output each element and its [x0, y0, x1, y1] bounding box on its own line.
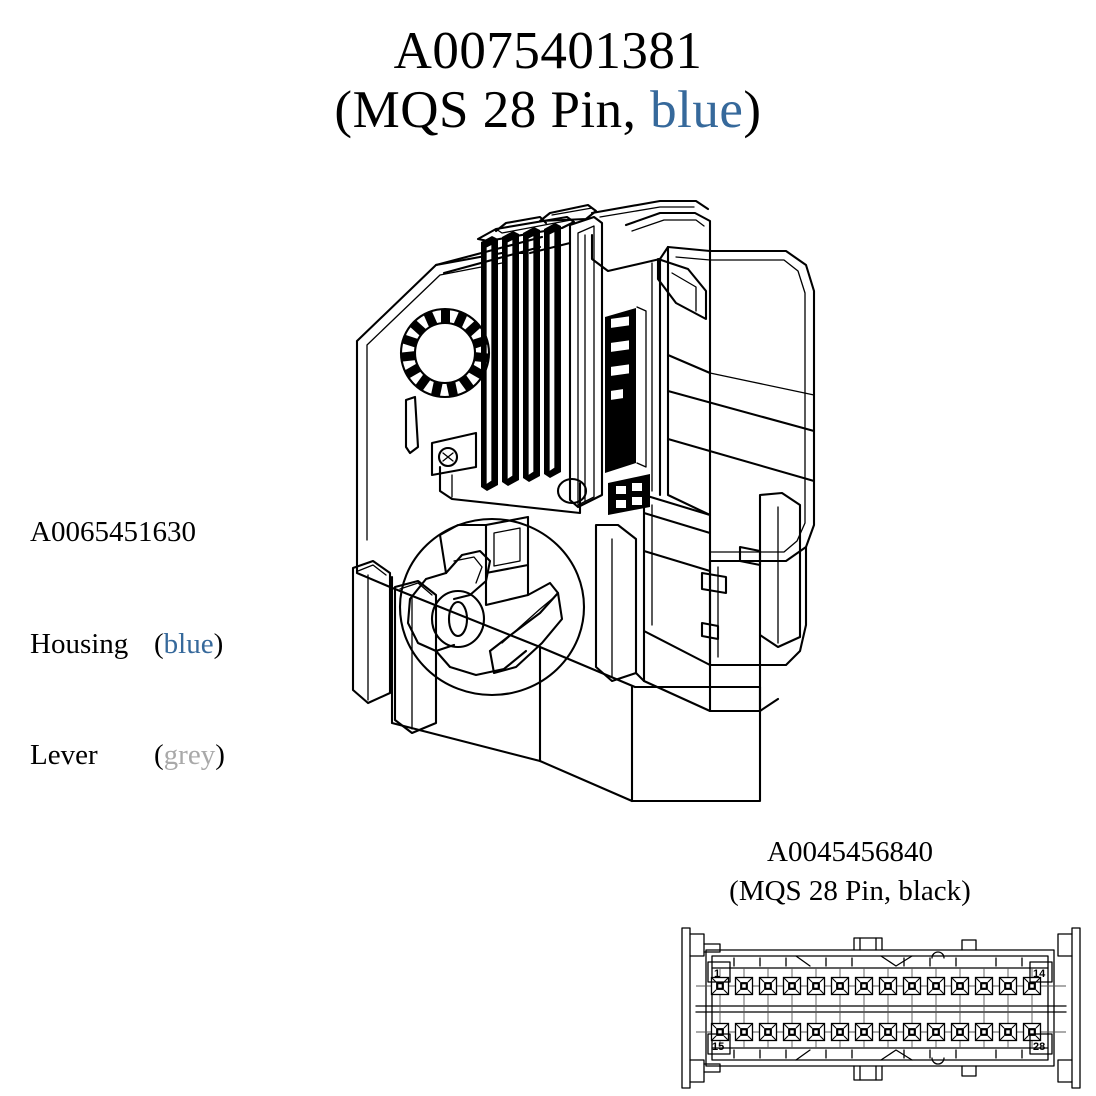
- pin-cavity: [1022, 1022, 1042, 1042]
- pin-cavity: [926, 1022, 946, 1042]
- secondary-coding-patch: [608, 474, 650, 515]
- right-mounting-flange: [1057, 927, 1081, 1089]
- pin-cavity: [806, 1022, 826, 1042]
- rib-stack: [481, 223, 561, 491]
- pin-cavity: [710, 976, 730, 996]
- pin-cavity: [998, 1022, 1018, 1042]
- pin-cavity: [974, 1022, 994, 1042]
- terminal-block-shell: [590, 211, 816, 713]
- pin-cavity: [1022, 976, 1042, 996]
- pin-cavity: [902, 976, 922, 996]
- mating-connector-annotation: A0045456840 (MQS 28 Pin, black): [690, 833, 1010, 911]
- lock-boss-detail: [430, 431, 478, 477]
- pin-number-top-left: 1: [714, 968, 720, 980]
- mating-specification: (MQS 28 Pin, black): [729, 875, 971, 908]
- pin-number-top-right: 14: [1033, 968, 1046, 980]
- corner-pin-number-boxes: [707, 961, 1053, 1055]
- pin-cavity: [758, 1022, 778, 1042]
- pin-cavity: [830, 976, 850, 996]
- left-mounting-flange: [681, 927, 721, 1089]
- pin-number-bottom-right: 28: [1033, 1041, 1045, 1053]
- pin-cavity: [782, 976, 802, 996]
- pin-cavity: [854, 1022, 874, 1042]
- lever-color-row: Lever (grey): [30, 737, 225, 774]
- pin-cavity: [878, 976, 898, 996]
- pin-cavity: [950, 1022, 970, 1042]
- title-spec-color-word: blue: [650, 81, 744, 140]
- pin-number-bottom-left: 15: [712, 1041, 724, 1053]
- page-title: A0075401381 (MQS 28 Pin, blue): [0, 22, 1096, 141]
- pin-cavity: [710, 1022, 730, 1042]
- pin-cavity: [734, 976, 754, 996]
- pin-cavity: [902, 1022, 922, 1042]
- lever-paren-close: ): [215, 738, 225, 771]
- title-specification: (MQS 28 Pin, blue): [0, 81, 1096, 140]
- lever-arm-assembly: [398, 515, 586, 697]
- coding-strip: [605, 268, 636, 473]
- pin-cavity: [974, 976, 994, 996]
- pin-cavity: [926, 976, 946, 996]
- polarizing-keys: [853, 937, 977, 1081]
- housing-color-row: Housing (blue): [30, 626, 225, 663]
- connector-body-outline: [705, 949, 1055, 1067]
- actuation-lever-column: [568, 215, 604, 509]
- pin-cavity: [782, 1022, 802, 1042]
- pin-cavity: [854, 976, 874, 996]
- column-guides: [719, 968, 1033, 1048]
- lever-label: Lever: [30, 738, 98, 771]
- pin-cavity: [950, 976, 970, 996]
- mating-part-number: A0045456840: [767, 836, 933, 868]
- connector-pinout-drawing: 1 15 14 28: [676, 922, 1086, 1094]
- housing-color-word: blue: [163, 627, 214, 660]
- lever-color-word: grey: [163, 738, 216, 771]
- knurled-wheel-icon: [399, 307, 491, 399]
- housing-label: Housing: [30, 627, 129, 660]
- left-guide-tabs: [351, 559, 438, 735]
- guide-ticks: [733, 957, 1023, 1059]
- title-part-number: A0075401381: [393, 22, 703, 80]
- housing-paren-close: ): [213, 627, 224, 660]
- isometric-connector-drawing: [240, 195, 840, 845]
- top-crown-ribs: [494, 199, 710, 233]
- pin-cavity: [878, 1022, 898, 1042]
- title-spec-suffix: ): [743, 81, 762, 140]
- pin-cavity: [758, 976, 778, 996]
- pin-grid: [710, 976, 1042, 1042]
- lever-paren-open: (: [154, 738, 164, 771]
- pin-cavity: [830, 1022, 850, 1042]
- housing-lever-annotation: A0065451630 Housing(blue) Lever(grey): [30, 440, 225, 848]
- pin-cavity: [998, 976, 1018, 996]
- title-spec-prefix: (MQS 28 Pin,: [334, 81, 651, 140]
- housing-part-number: A0065451630: [30, 516, 196, 549]
- pin-cavity: [734, 1022, 754, 1042]
- housing-paren-open: (: [154, 627, 164, 660]
- latch-bumps: [795, 951, 945, 1065]
- pin-cavity: [806, 976, 826, 996]
